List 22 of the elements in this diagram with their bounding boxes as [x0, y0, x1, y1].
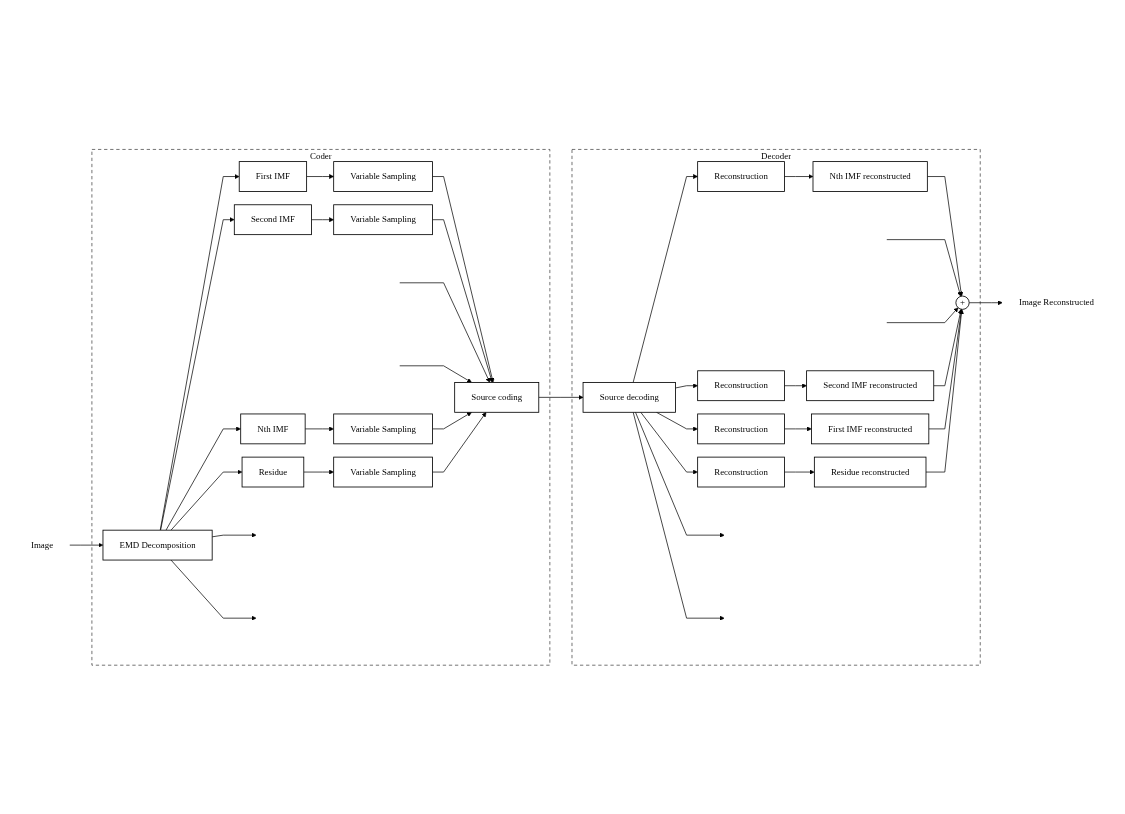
node-box: First IMF [238, 160, 308, 192]
node-box: Reconstruction [697, 370, 785, 401]
node-circle: + [955, 295, 970, 310]
node-text: Image Reconstructed [1018, 297, 1094, 307]
node-box: EMD Decomposition [102, 529, 213, 561]
node-box: Residue reconstructed [813, 456, 927, 488]
node-box: Reconstruction [697, 160, 785, 192]
node-box: Source coding [454, 381, 540, 413]
node-box: Second IMF reconstructed [806, 370, 935, 401]
node-box: Residue [241, 456, 305, 488]
node-box: Nth IMF reconstructed [812, 160, 928, 192]
node-box: Variable Sampling [333, 456, 433, 488]
node-box: Variable Sampling [333, 413, 433, 444]
node-box: Variable Sampling [333, 160, 433, 192]
node-box: Variable Sampling [333, 204, 433, 235]
node-box: Second IMF [233, 204, 312, 235]
node-box: Reconstruction [697, 456, 785, 488]
node-box: Reconstruction [697, 413, 785, 444]
node-box: First IMF reconstructed [811, 413, 930, 444]
node-box: Nth IMF [240, 413, 306, 444]
node-text: Image [31, 539, 54, 550]
node-box: Source decoding [582, 381, 676, 413]
